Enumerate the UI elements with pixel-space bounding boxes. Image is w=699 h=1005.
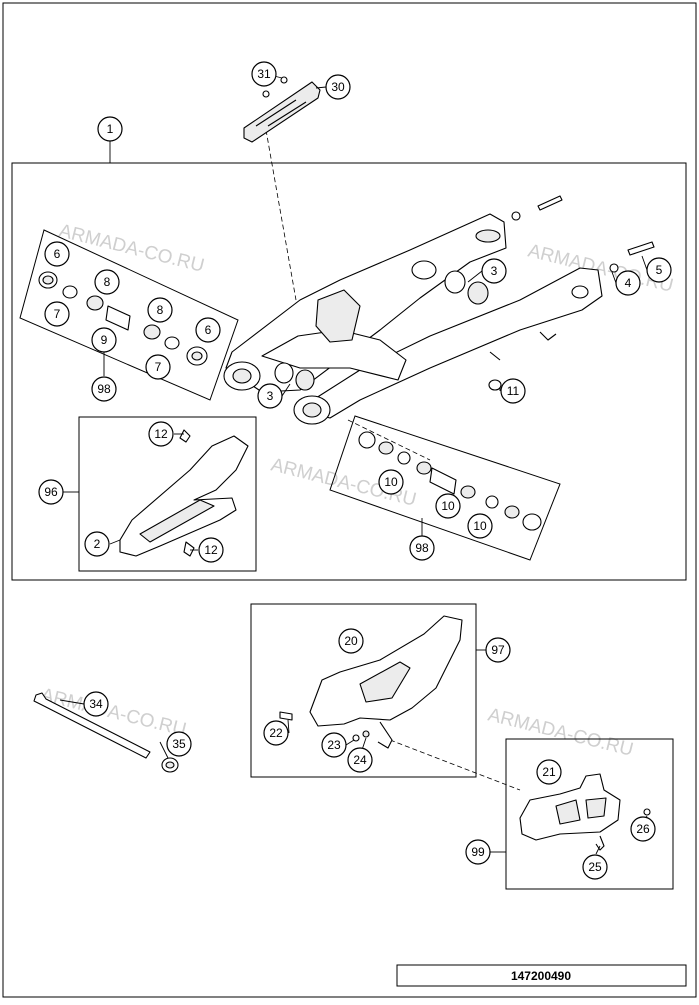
callout-97: 97 (485, 637, 511, 663)
drawing-number: 147200490 (511, 969, 571, 983)
chain-guide-frame (505, 738, 674, 890)
bearing-kit-frame-right (329, 415, 561, 561)
svg-text:3: 3 (267, 389, 274, 403)
callout-6: 6 (195, 317, 221, 343)
svg-text:6: 6 (205, 323, 212, 337)
svg-text:97: 97 (491, 643, 505, 657)
ring-part (488, 379, 502, 391)
sprocket-guard-part (279, 615, 463, 749)
svg-text:12: 12 (204, 543, 218, 557)
svg-text:30: 30 (331, 80, 345, 94)
svg-text:4: 4 (625, 276, 632, 290)
svg-text:24: 24 (353, 753, 367, 767)
svg-text:98: 98 (97, 382, 111, 396)
svg-text:35: 35 (172, 737, 186, 751)
callout-21: 21 (536, 759, 562, 785)
sprocket-guard-frame (250, 603, 477, 778)
chain-slider-part (119, 429, 249, 557)
callout-10: 10 (467, 513, 493, 539)
callout-11: 11 (500, 378, 526, 404)
callout-98: 98 (409, 535, 435, 561)
svg-text:10: 10 (384, 475, 398, 489)
svg-text:11: 11 (507, 384, 520, 398)
swingarm-part (223, 213, 603, 425)
callout-4: 4 (615, 270, 641, 296)
svg-text:98: 98 (415, 541, 429, 555)
callout-96: 96 (38, 479, 64, 505)
callout-26: 26 (630, 816, 656, 842)
callout-3: 3 (481, 258, 507, 284)
svg-text:2: 2 (94, 537, 101, 551)
axle-part (33, 692, 179, 773)
svg-text:12: 12 (154, 427, 168, 441)
callout-35: 35 (166, 731, 192, 757)
svg-text:5: 5 (656, 263, 663, 277)
callout-10: 10 (378, 469, 404, 495)
callout-34: 34 (83, 691, 109, 717)
swingarm-group-frame (11, 162, 687, 581)
callout-3: 3 (257, 383, 283, 409)
callout-25: 25 (582, 854, 608, 880)
chain-slider-frame (78, 416, 257, 572)
callout-31: 31 (251, 61, 277, 87)
callout-12: 12 (148, 421, 174, 447)
chain-guide-part (519, 773, 651, 851)
callout-24: 24 (347, 747, 373, 773)
svg-text:7: 7 (54, 307, 61, 321)
chain-adjuster-parts (274, 270, 489, 391)
callout-98: 98 (91, 376, 117, 402)
svg-text:8: 8 (104, 275, 111, 289)
callout-12: 12 (198, 537, 224, 563)
watermark: ARMADA-CO.RU (486, 704, 636, 760)
callout-8: 8 (147, 297, 173, 323)
callout-99: 99 (465, 839, 491, 865)
svg-text:7: 7 (155, 360, 162, 374)
svg-text:8: 8 (157, 303, 164, 317)
svg-text:99: 99 (471, 845, 485, 859)
svg-text:34: 34 (89, 697, 103, 711)
svg-text:96: 96 (44, 485, 58, 499)
axle-bolt-parts (511, 195, 655, 273)
drawing-number-box (396, 964, 687, 987)
callout-1: 1 (97, 116, 123, 142)
callout-7: 7 (44, 301, 70, 327)
callout-7: 7 (145, 354, 171, 380)
watermark: ARMADA-CO.RU (57, 220, 207, 276)
right-bearing-parts (358, 431, 542, 531)
svg-text:31: 31 (257, 67, 271, 81)
svg-text:3: 3 (491, 264, 498, 278)
svg-text:21: 21 (542, 765, 556, 779)
callout-10: 10 (435, 493, 461, 519)
callout-20: 20 (338, 628, 364, 654)
callout-9: 9 (91, 327, 117, 353)
svg-text:23: 23 (327, 738, 341, 752)
left-bearing-parts (38, 271, 208, 366)
callout-8: 8 (94, 269, 120, 295)
callout-6: 6 (44, 241, 70, 267)
callout-23: 23 (321, 732, 347, 758)
svg-text:20: 20 (344, 634, 358, 648)
chain-rail-part (243, 76, 321, 143)
svg-text:26: 26 (636, 822, 650, 836)
svg-text:10: 10 (473, 519, 487, 533)
callout-5: 5 (646, 257, 672, 283)
svg-text:22: 22 (269, 726, 283, 740)
svg-text:1: 1 (107, 122, 114, 136)
callout-22: 22 (263, 720, 289, 746)
svg-text:25: 25 (588, 860, 602, 874)
svg-text:9: 9 (101, 333, 108, 347)
bearing-kit-frame-left (19, 229, 239, 401)
svg-text:6: 6 (54, 247, 61, 261)
callout-2: 2 (84, 531, 110, 557)
callout-30: 30 (325, 74, 351, 100)
svg-text:10: 10 (441, 499, 455, 513)
